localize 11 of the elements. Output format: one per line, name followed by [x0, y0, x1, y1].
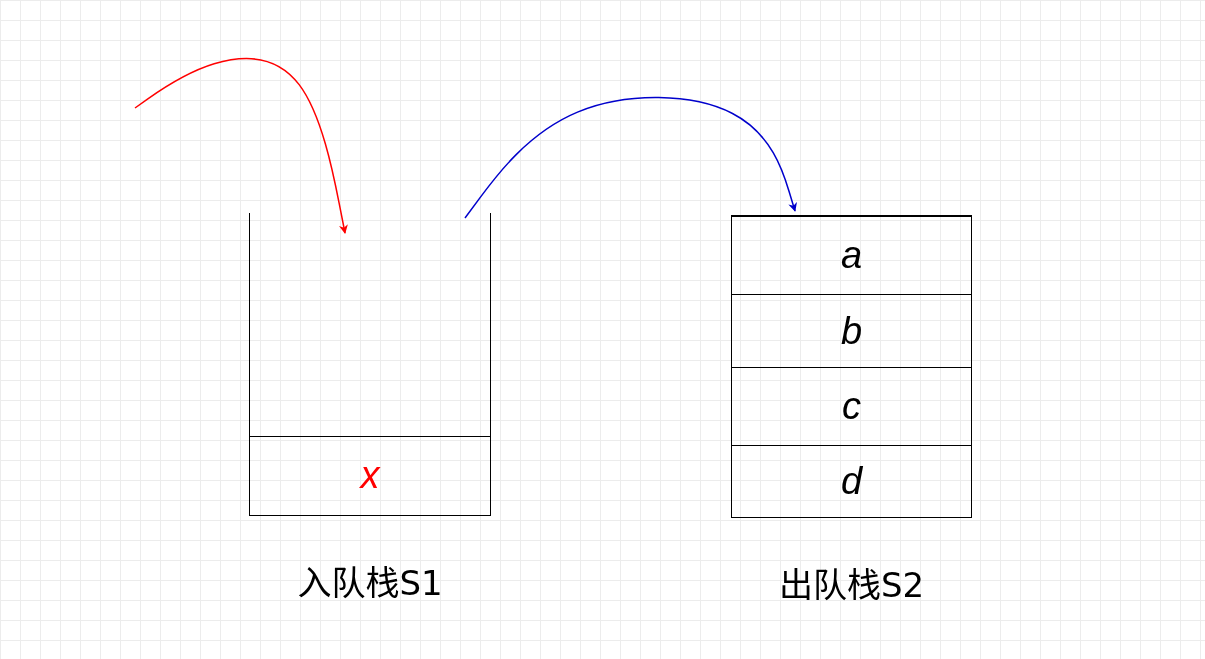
stack-element-label: c	[842, 385, 861, 428]
open-stack-container	[249, 213, 491, 516]
stack-element-label: x	[360, 454, 380, 497]
stack-container	[731, 215, 972, 518]
stack-element-label: b	[840, 309, 863, 353]
stack-element-label: a	[840, 234, 863, 277]
stack-caption: 出队栈S2	[778, 564, 925, 607]
curved-arrow	[464, 96, 797, 219]
stack-element-label: d	[840, 460, 863, 503]
curved-arrow	[134, 57, 348, 234]
stack-caption: 入队栈S1	[297, 562, 443, 605]
